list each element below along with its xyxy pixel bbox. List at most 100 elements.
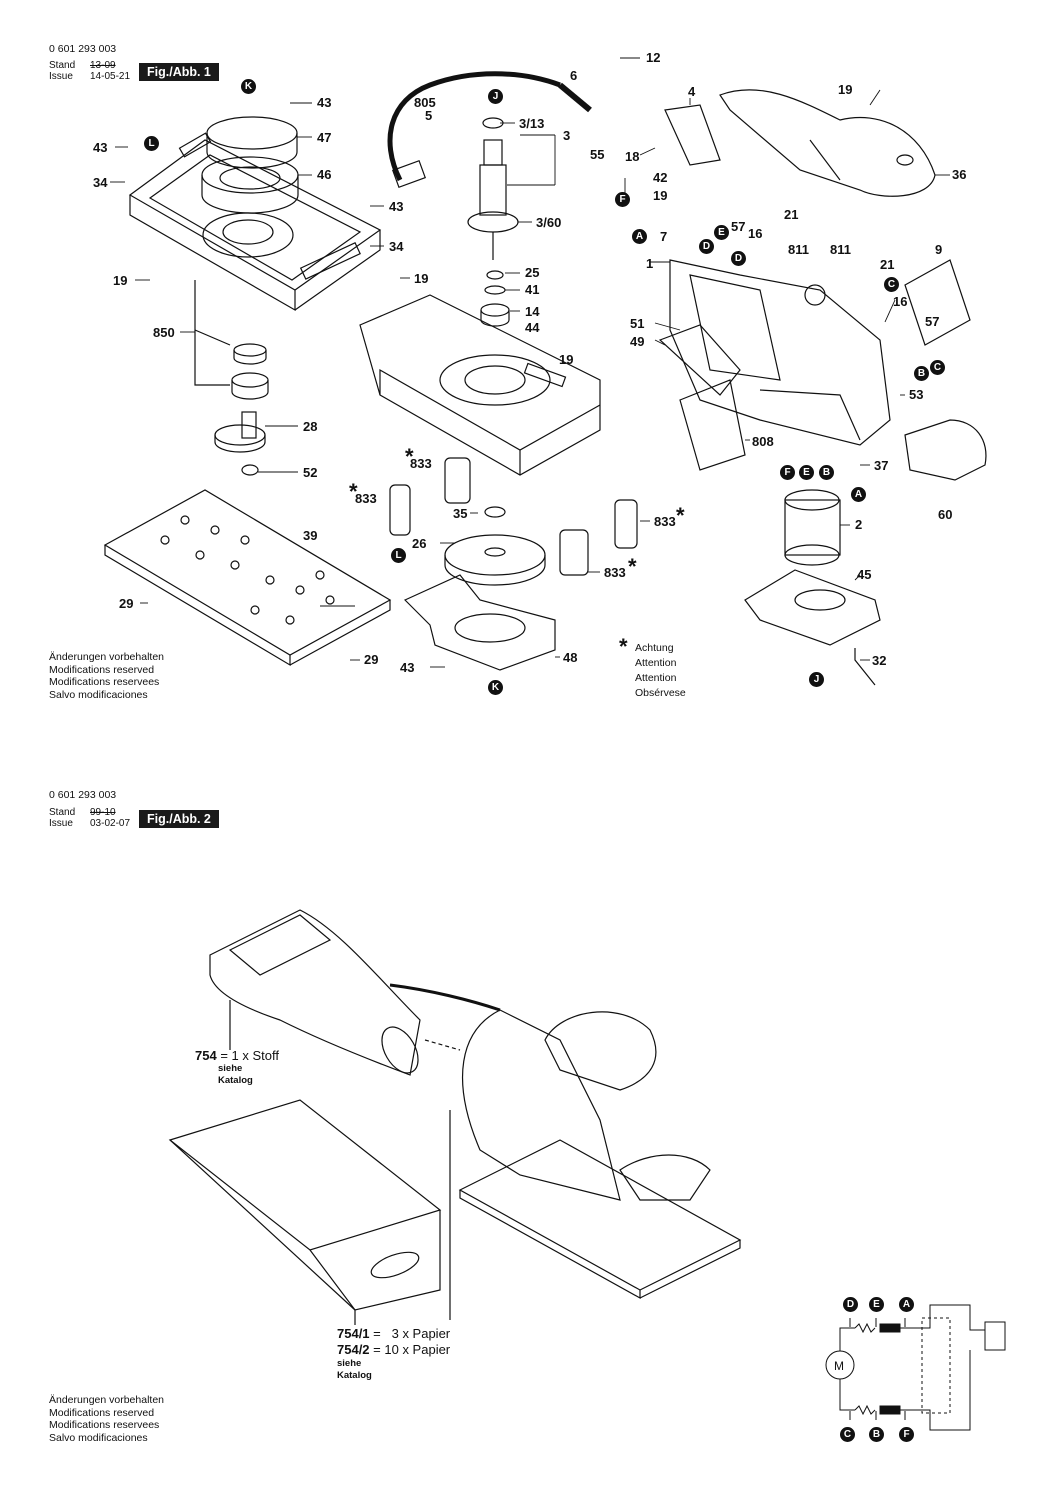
cloth-bag-number: 754 <box>195 1048 217 1063</box>
callout-12: 12 <box>646 50 661 65</box>
marker-B-field: B <box>819 465 834 480</box>
note-line: Modifications reservees <box>49 1419 160 1431</box>
callout-29-b: 29 <box>364 652 379 667</box>
callout-57-b: 57 <box>925 314 940 329</box>
marker-K-top: K <box>241 79 256 94</box>
callout-57-a: 57 <box>731 219 746 234</box>
callout-44: 44 <box>525 320 540 335</box>
marker-E-field: E <box>799 465 814 480</box>
callout-19-c: 19 <box>653 188 668 203</box>
attention-mark-833-c: * <box>676 503 685 528</box>
svg-text:M: M <box>834 1359 844 1373</box>
base-plate-drawing <box>128 132 382 312</box>
marker-wiring-A: A <box>899 1297 914 1312</box>
callout-833-d: 833 <box>604 565 626 580</box>
callout-26: 26 <box>412 536 427 551</box>
callout-34-b: 34 <box>389 239 404 254</box>
motor-base-drawing <box>744 569 881 646</box>
callout-19-e: 19 <box>559 352 574 367</box>
marker-wiring-B: B <box>869 1427 884 1442</box>
attention-legend: Achtung Attention Attention Obsérvese <box>635 641 686 701</box>
callout-3-13: 3/13 <box>519 116 545 131</box>
dust-hood-drawing <box>403 574 556 671</box>
callout-36: 36 <box>952 167 967 182</box>
callout-37: 37 <box>874 458 889 473</box>
housing-drawing <box>359 294 601 476</box>
part-number-fig2: 0 601 293 003 <box>49 789 117 801</box>
callout-16-a: 16 <box>748 226 763 241</box>
cloth-bag-ref2: Katalog <box>218 1075 253 1086</box>
part-number-fig1: 0 601 293 003 <box>49 43 117 55</box>
callout-21-a: 21 <box>784 207 799 222</box>
callout-43-a: 43 <box>317 95 332 110</box>
attention-line: Attention <box>635 672 677 684</box>
marker-F-switch: F <box>615 192 630 207</box>
note-line: Änderungen vorbehalten <box>49 1394 165 1406</box>
callout-49: 49 <box>630 334 645 349</box>
stand-date-fig2: 99-10 <box>90 807 116 818</box>
marker-D-housing: D <box>699 239 714 254</box>
stand-label-fig2: Stand <box>49 807 76 818</box>
paper-bag-ref2: Katalog <box>337 1370 372 1381</box>
marker-E-housing: E <box>714 225 729 240</box>
attention-line: Attention <box>635 657 677 669</box>
callout-39: 39 <box>303 528 318 543</box>
callout-46: 46 <box>317 167 332 182</box>
attention-symbol-legend: * <box>619 634 628 659</box>
figure-label-1: Fig./Abb. 1 <box>139 63 219 81</box>
callout-833-a: 833 <box>410 456 432 471</box>
marker-wiring-F: F <box>899 1427 914 1442</box>
callout-21-b: 21 <box>880 257 895 272</box>
callout-25: 25 <box>525 265 540 280</box>
marker-C-housing: C <box>930 360 945 375</box>
callout-51: 51 <box>630 316 645 331</box>
callout-805: 805 <box>414 95 436 110</box>
callout-34-a: 34 <box>93 175 108 190</box>
callout-32: 32 <box>872 653 887 668</box>
leader-lines <box>110 57 950 668</box>
note-line: Modifications reservees <box>49 676 160 688</box>
eccentric-drawing <box>214 411 266 476</box>
knob-drawing <box>904 419 987 481</box>
foot-drawing <box>389 484 411 536</box>
callout-29-a: 29 <box>119 596 134 611</box>
issue-label-fig2: Issue <box>49 818 73 829</box>
callout-28: 28 <box>303 419 318 434</box>
attention-mark-833-b: * <box>349 479 358 504</box>
cloth-bag-ref1: siehe <box>218 1063 243 1074</box>
paper-bag-10-number: 754/2 <box>337 1342 370 1357</box>
callout-2: 2 <box>855 517 863 532</box>
callout-833-b: 833 <box>355 491 377 506</box>
wiring-diagram: M <box>825 1304 1006 1431</box>
seal-assembly-drawing <box>201 116 299 214</box>
callout-3-60: 3/60 <box>536 215 562 230</box>
callout-19-d: 19 <box>414 271 429 286</box>
paper-bag-10-text: = 10 x Papier <box>373 1342 451 1357</box>
callout-42: 42 <box>653 170 668 185</box>
marker-L-bottom: L <box>391 548 406 563</box>
callout-18: 18 <box>625 149 640 164</box>
callout-16-b: 16 <box>893 294 908 309</box>
cloth-bag-drawing <box>209 909 421 1076</box>
callout-53: 53 <box>909 387 924 402</box>
marker-L-top: L <box>144 136 159 151</box>
note-line: Modifications reserved <box>49 1406 155 1419</box>
callout-19-a: 19 <box>838 82 853 97</box>
callout-60: 60 <box>938 507 953 522</box>
attention-mark-833-d: * <box>628 554 637 579</box>
paper-bag-3-number: 754/1 <box>337 1326 370 1341</box>
issue-label-fig1: Issue <box>49 71 73 82</box>
callout-45: 45 <box>857 567 872 582</box>
switch-drawing <box>664 104 721 166</box>
callout-47: 47 <box>317 130 332 145</box>
callout-4: 4 <box>688 84 696 99</box>
callout-9: 9 <box>935 242 943 257</box>
callout-43-c: 43 <box>389 199 404 214</box>
field-coil-drawing <box>784 489 841 566</box>
callout-43-b: 43 <box>93 140 108 155</box>
callout-5: 5 <box>425 108 433 123</box>
callout-19-b: 19 <box>113 273 128 288</box>
callout-1: 1 <box>646 256 654 271</box>
marker-J-top: J <box>488 89 503 104</box>
sanding-pad-drawing <box>103 489 392 667</box>
